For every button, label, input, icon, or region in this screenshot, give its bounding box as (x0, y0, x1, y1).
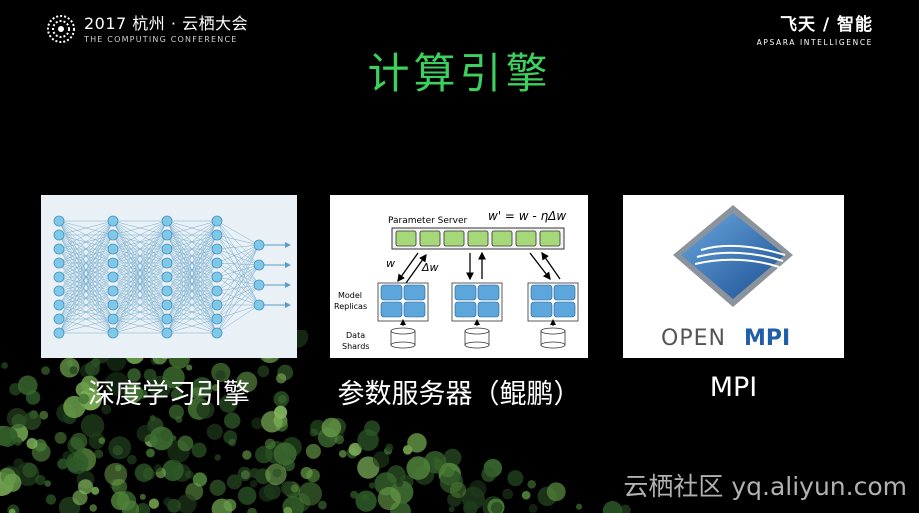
dw-label: Δw (421, 261, 439, 274)
nn-node (211, 285, 223, 297)
nn-node (53, 327, 65, 339)
nn-node (53, 285, 65, 297)
nn-node (211, 271, 223, 283)
caption-parameter-server: 参数服务器（鲲鹏） (337, 379, 581, 410)
model-label-2: Replicas (334, 302, 367, 311)
nn-node (211, 229, 223, 241)
neural-network-image (41, 195, 297, 358)
replica-block (454, 284, 477, 301)
conference-logo: 2017 杭州 · 云栖大会 THE COMPUTING CONFERENCE (46, 14, 248, 44)
nn-node (107, 271, 119, 283)
nn-node (53, 271, 65, 283)
nn-node (107, 229, 119, 241)
nn-node (211, 313, 223, 325)
caption-deep-learning: 深度学习引擎 (88, 379, 250, 410)
brand-sub: APSARA INTELLIGENCE (756, 38, 873, 47)
replica-block (530, 301, 553, 318)
ps-cell (419, 230, 441, 247)
nn-node (53, 299, 65, 311)
replica-block (530, 284, 553, 301)
ps-cell (467, 230, 489, 247)
replica-block (553, 284, 576, 301)
ps-cell (515, 230, 537, 247)
nn-node (161, 215, 173, 227)
data-shard-icon (540, 327, 566, 335)
slide-title: 计算引擎 (367, 49, 552, 98)
replica-block (380, 301, 403, 318)
nn-node (161, 257, 173, 269)
replica-block (403, 301, 426, 318)
nn-output-node (253, 259, 265, 271)
conference-title: 2017 杭州 · 云栖大会 (84, 13, 249, 33)
nn-node (161, 271, 173, 283)
nn-node (107, 327, 119, 339)
conference-subtitle: THE COMPUTING CONFERENCE (84, 34, 238, 44)
data-label-2: Shards (342, 342, 369, 351)
data-shard-icon (390, 327, 416, 335)
cloud-dots-icon (47, 15, 75, 43)
w-label: w (386, 257, 395, 270)
replica-block (403, 284, 426, 301)
replica-block (553, 301, 576, 318)
nn-node (53, 243, 65, 255)
nn-node (161, 327, 173, 339)
nn-node (161, 299, 173, 311)
nn-node (211, 257, 223, 269)
nn-node (53, 313, 65, 325)
parameter-server-image: Parameter Server w' = w - ηΔw w Δw Model… (330, 195, 588, 358)
data-shard-icon (464, 327, 490, 335)
parameter-server-diagram: Parameter Server w' = w - ηΔw w Δw Model… (334, 209, 579, 351)
nn-node (211, 299, 223, 311)
ps-cell (443, 230, 465, 247)
replica-block (380, 284, 403, 301)
replica-block (454, 301, 477, 318)
nn-output-node (253, 299, 265, 311)
nn-output-node (253, 239, 265, 251)
open-mpi-logo-image: OPEN MPI (623, 195, 844, 358)
nn-output-node (253, 279, 265, 291)
open-mpi-logo: OPEN MPI (661, 205, 793, 351)
neural-network-diagram (53, 215, 291, 339)
parameter-server-label: Parameter Server (388, 216, 467, 226)
ps-cell (539, 230, 561, 247)
caption-mpi: MPI (709, 372, 758, 403)
nn-node (161, 313, 173, 325)
nn-node (211, 243, 223, 255)
nn-node (161, 243, 173, 255)
nn-node (53, 229, 65, 241)
nn-node (161, 285, 173, 297)
ps-cell (395, 230, 417, 247)
nn-node (107, 243, 119, 255)
nn-node (53, 257, 65, 269)
watermark: 云栖社区 yq.aliyun.com (623, 472, 907, 501)
model-label-1: Model (338, 291, 362, 300)
nn-node (107, 285, 119, 297)
nn-node (107, 257, 119, 269)
nn-node (107, 299, 119, 311)
nn-node (211, 215, 223, 227)
nn-node (211, 327, 223, 339)
nn-node (53, 215, 65, 227)
ps-cell (491, 230, 513, 247)
update-formula: w' = w - ηΔw (488, 209, 566, 223)
nn-node (161, 229, 173, 241)
logo-mpi-text: MPI (744, 326, 790, 351)
replica-block (477, 284, 500, 301)
apsara-brand: 飞天 / 智能 APSARA INTELLIGENCE (756, 15, 873, 48)
brand-main: 飞天 / 智能 (779, 15, 873, 35)
data-label-1: Data (346, 331, 365, 340)
nn-node (107, 313, 119, 325)
logo-open-text: OPEN (661, 326, 726, 351)
nn-node (107, 215, 119, 227)
replica-block (477, 301, 500, 318)
